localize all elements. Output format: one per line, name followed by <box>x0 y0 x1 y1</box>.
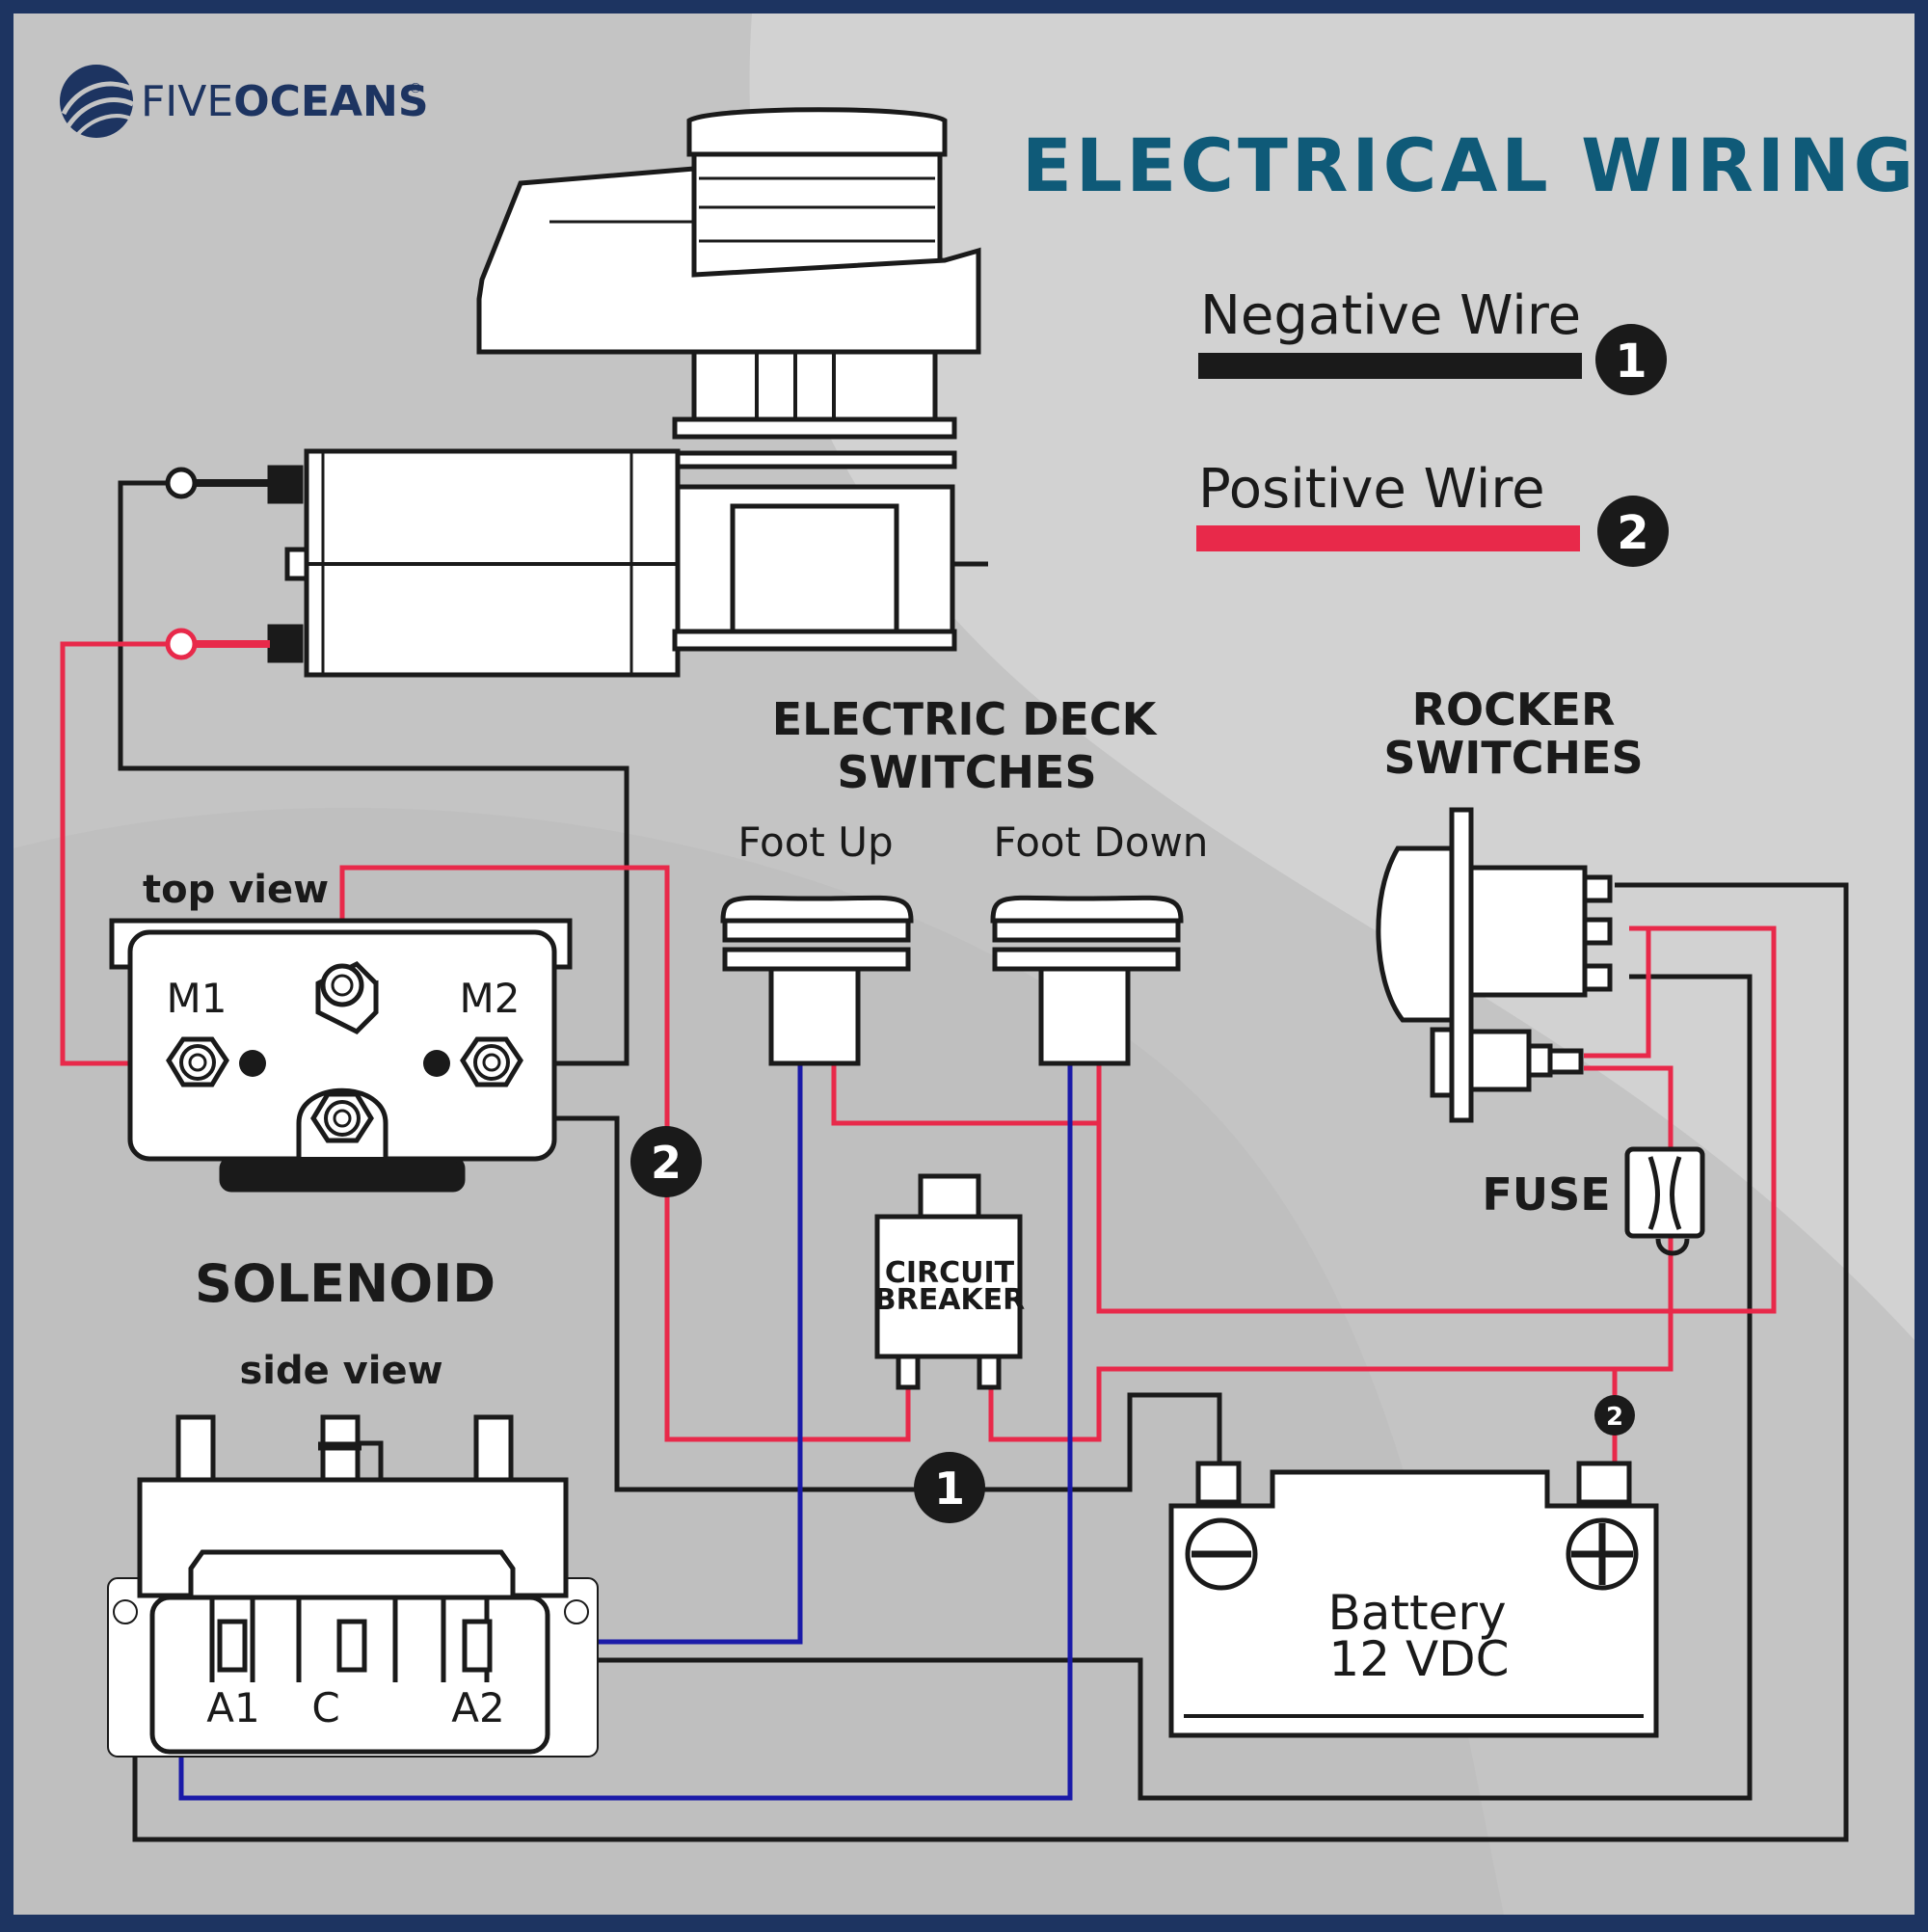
legend-positive-label: Positive Wire <box>1198 458 1545 521</box>
solenoid-a2-label: A2 <box>451 1684 504 1731</box>
legend-negative-badge <box>1595 324 1667 395</box>
fuse-label: FUSE <box>1482 1168 1610 1221</box>
circuit-breaker-label-line1: CIRCUIT <box>885 1256 1015 1290</box>
solenoid-side-view <box>107 1414 599 1758</box>
foot-down-label: Foot Down <box>994 818 1209 866</box>
solenoid-a1-label: A1 <box>206 1684 259 1731</box>
solenoid-top-view <box>109 918 573 1193</box>
page-title: ELECTRICAL WIRING <box>1022 122 1917 208</box>
fuse <box>1624 1146 1705 1256</box>
positive-wire-badge-number: 2 <box>651 1137 682 1189</box>
rocker-switch <box>1376 807 1613 1123</box>
legend-positive-badge <box>1597 496 1669 567</box>
brand-name-bold: OCEANS <box>233 77 428 126</box>
solenoid-c-label: C <box>311 1684 339 1731</box>
registered-mark: ® <box>409 81 422 96</box>
legend: Negative Wire 1 Positive Wire 2 <box>1196 284 1669 567</box>
legend-positive-number: 2 <box>1617 506 1648 560</box>
solenoid-title: SOLENOID <box>195 1253 495 1314</box>
motor-negative-lug <box>165 467 198 499</box>
deck-switches-title-line2: SWITCHES <box>837 746 1096 798</box>
battery-positive-badge-number: 2 <box>1606 1403 1623 1432</box>
solenoid-m2-label: M2 <box>460 975 521 1022</box>
legend-negative-label: Negative Wire <box>1200 284 1581 347</box>
positive-wire-badge <box>630 1126 702 1197</box>
circuit-breaker <box>874 1173 1023 1390</box>
brand-name-light: FIVE <box>141 77 233 126</box>
circuit-breaker-label-line2: BREAKER <box>874 1283 1026 1317</box>
solenoid-m1-label: M1 <box>167 975 228 1022</box>
legend-negative-swatch <box>1198 353 1582 379</box>
windlass-motor <box>267 107 988 678</box>
negative-wire-badge <box>914 1452 985 1523</box>
foot-up-label: Foot Up <box>737 818 893 866</box>
battery-label-line2: 12 VDC <box>1328 1631 1509 1687</box>
brand-logo: FIVEOCEANS ® <box>60 65 429 138</box>
solenoid-terminals <box>166 960 523 1143</box>
solenoid-side-view-label: side view <box>239 1349 442 1393</box>
legend-positive-swatch <box>1196 525 1580 551</box>
negative-wire-badge-number: 1 <box>934 1462 965 1515</box>
rocker-switches-title-line2: SWITCHES <box>1383 732 1643 784</box>
battery-positive-badge <box>1594 1395 1635 1436</box>
legend-negative-number: 1 <box>1615 335 1647 389</box>
deck-switches-title-line1: ELECTRIC DECK <box>772 693 1159 745</box>
motor-positive-lug <box>165 628 198 660</box>
svg-text:FIVEOCEANS: FIVEOCEANS <box>141 77 429 126</box>
battery <box>1168 1461 1659 1738</box>
rocker-switches-title-line1: ROCKER <box>1412 684 1616 736</box>
foot-up-switch <box>720 895 914 1066</box>
solenoid-top-view-label: top view <box>143 868 329 912</box>
battery-label-line1: Battery <box>1327 1585 1506 1641</box>
foot-down-switch <box>990 895 1184 1066</box>
